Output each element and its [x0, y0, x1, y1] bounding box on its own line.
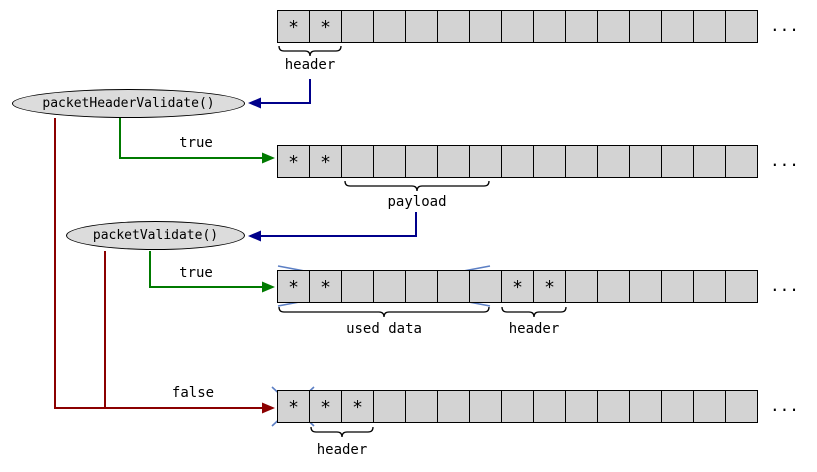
- byte-cell: [693, 390, 726, 423]
- byte-cell: [629, 10, 662, 43]
- byte-cell: [405, 145, 438, 178]
- byte-cell: [565, 270, 598, 303]
- byte-array-row1: **: [277, 10, 758, 43]
- byte-cell: [373, 270, 406, 303]
- byte-cell: [341, 270, 374, 303]
- ellipsis-row2: ...: [770, 151, 799, 170]
- byte-cell: [469, 270, 502, 303]
- byte-cell: [341, 145, 374, 178]
- byte-cell: [725, 270, 758, 303]
- byte-cell: [373, 145, 406, 178]
- byte-cell: *: [277, 145, 310, 178]
- ellipsis-row4: ...: [770, 396, 799, 415]
- byte-cell: [629, 145, 662, 178]
- packet-validate-node: packetValidate(): [66, 221, 245, 250]
- packet-validate-label: packetValidate(): [92, 228, 219, 243]
- byte-cell: [629, 270, 662, 303]
- byte-cell: *: [309, 10, 342, 43]
- byte-cell: [725, 390, 758, 423]
- byte-cell: [565, 10, 598, 43]
- underbrace-header-row1: [278, 45, 342, 57]
- packet-header-validate-label: packetHeaderValidate(): [42, 96, 215, 111]
- byte-cell: [661, 10, 694, 43]
- byte-cell: [501, 145, 534, 178]
- byte-cell: [533, 145, 566, 178]
- label-true-1: true: [179, 135, 213, 151]
- byte-cell: [597, 145, 630, 178]
- byte-cell: *: [277, 270, 310, 303]
- byte-cell: [373, 390, 406, 423]
- byte-array-row2: **: [277, 145, 758, 178]
- byte-cell: [693, 270, 726, 303]
- byte-cell: [341, 10, 374, 43]
- underbrace-payload: [344, 180, 490, 192]
- byte-cell: *: [501, 270, 534, 303]
- byte-cell: *: [309, 270, 342, 303]
- byte-cell: [437, 145, 470, 178]
- underbrace-header-row4: [310, 426, 374, 438]
- left-arrowhead-icon: [248, 97, 261, 109]
- byte-cell: [373, 10, 406, 43]
- byte-cell: [725, 10, 758, 43]
- byte-cell: *: [309, 145, 342, 178]
- byte-cell: [661, 390, 694, 423]
- byte-cell: *: [309, 390, 342, 423]
- byte-cell: [597, 10, 630, 43]
- right-arrowhead-icon: [262, 281, 275, 293]
- byte-cell: [501, 10, 534, 43]
- label-used-data: used data: [346, 321, 422, 337]
- byte-cell: [565, 145, 598, 178]
- byte-cell: [661, 270, 694, 303]
- label-payload: payload: [387, 194, 447, 210]
- byte-cell: [437, 10, 470, 43]
- byte-cell: *: [533, 270, 566, 303]
- byte-cell: [533, 10, 566, 43]
- byte-cell: [661, 145, 694, 178]
- underbrace-header-row3: [501, 306, 567, 318]
- underbrace-used-data: [278, 306, 490, 318]
- byte-array-row4: ***: [277, 390, 758, 423]
- byte-cell: *: [277, 10, 310, 43]
- byte-cell: [469, 390, 502, 423]
- byte-cell: [501, 390, 534, 423]
- ellipsis-row3: ...: [770, 276, 799, 295]
- byte-cell: [597, 270, 630, 303]
- byte-cell: *: [277, 390, 310, 423]
- label-true-2: true: [179, 265, 213, 281]
- label-header-row4: header: [316, 442, 368, 458]
- label-false: false: [171, 385, 215, 401]
- byte-cell: [405, 390, 438, 423]
- right-arrowhead-icon: [262, 152, 275, 164]
- byte-cell: [469, 145, 502, 178]
- byte-cell: [693, 10, 726, 43]
- byte-cell: [437, 390, 470, 423]
- byte-cell: [469, 10, 502, 43]
- label-header-row3: header: [508, 321, 560, 337]
- right-arrowhead-icon: [262, 402, 275, 414]
- false-branch-connector: [54, 118, 262, 409]
- byte-cell: [405, 270, 438, 303]
- header-to-validate-connector: [261, 79, 311, 104]
- byte-cell: [629, 390, 662, 423]
- byte-cell: [405, 10, 438, 43]
- left-arrowhead-icon: [248, 230, 261, 242]
- payload-to-validate-connector: [261, 212, 417, 237]
- label-header-row1: header: [284, 57, 336, 73]
- byte-cell: *: [341, 390, 374, 423]
- byte-array-row3: ****: [277, 270, 758, 303]
- byte-cell: [565, 390, 598, 423]
- byte-cell: [533, 390, 566, 423]
- byte-cell: [693, 145, 726, 178]
- byte-cell: [437, 270, 470, 303]
- packet-header-validate-node: packetHeaderValidate(): [12, 89, 245, 118]
- byte-cell: [597, 390, 630, 423]
- byte-cell: [725, 145, 758, 178]
- ellipsis-row1: ...: [770, 16, 799, 35]
